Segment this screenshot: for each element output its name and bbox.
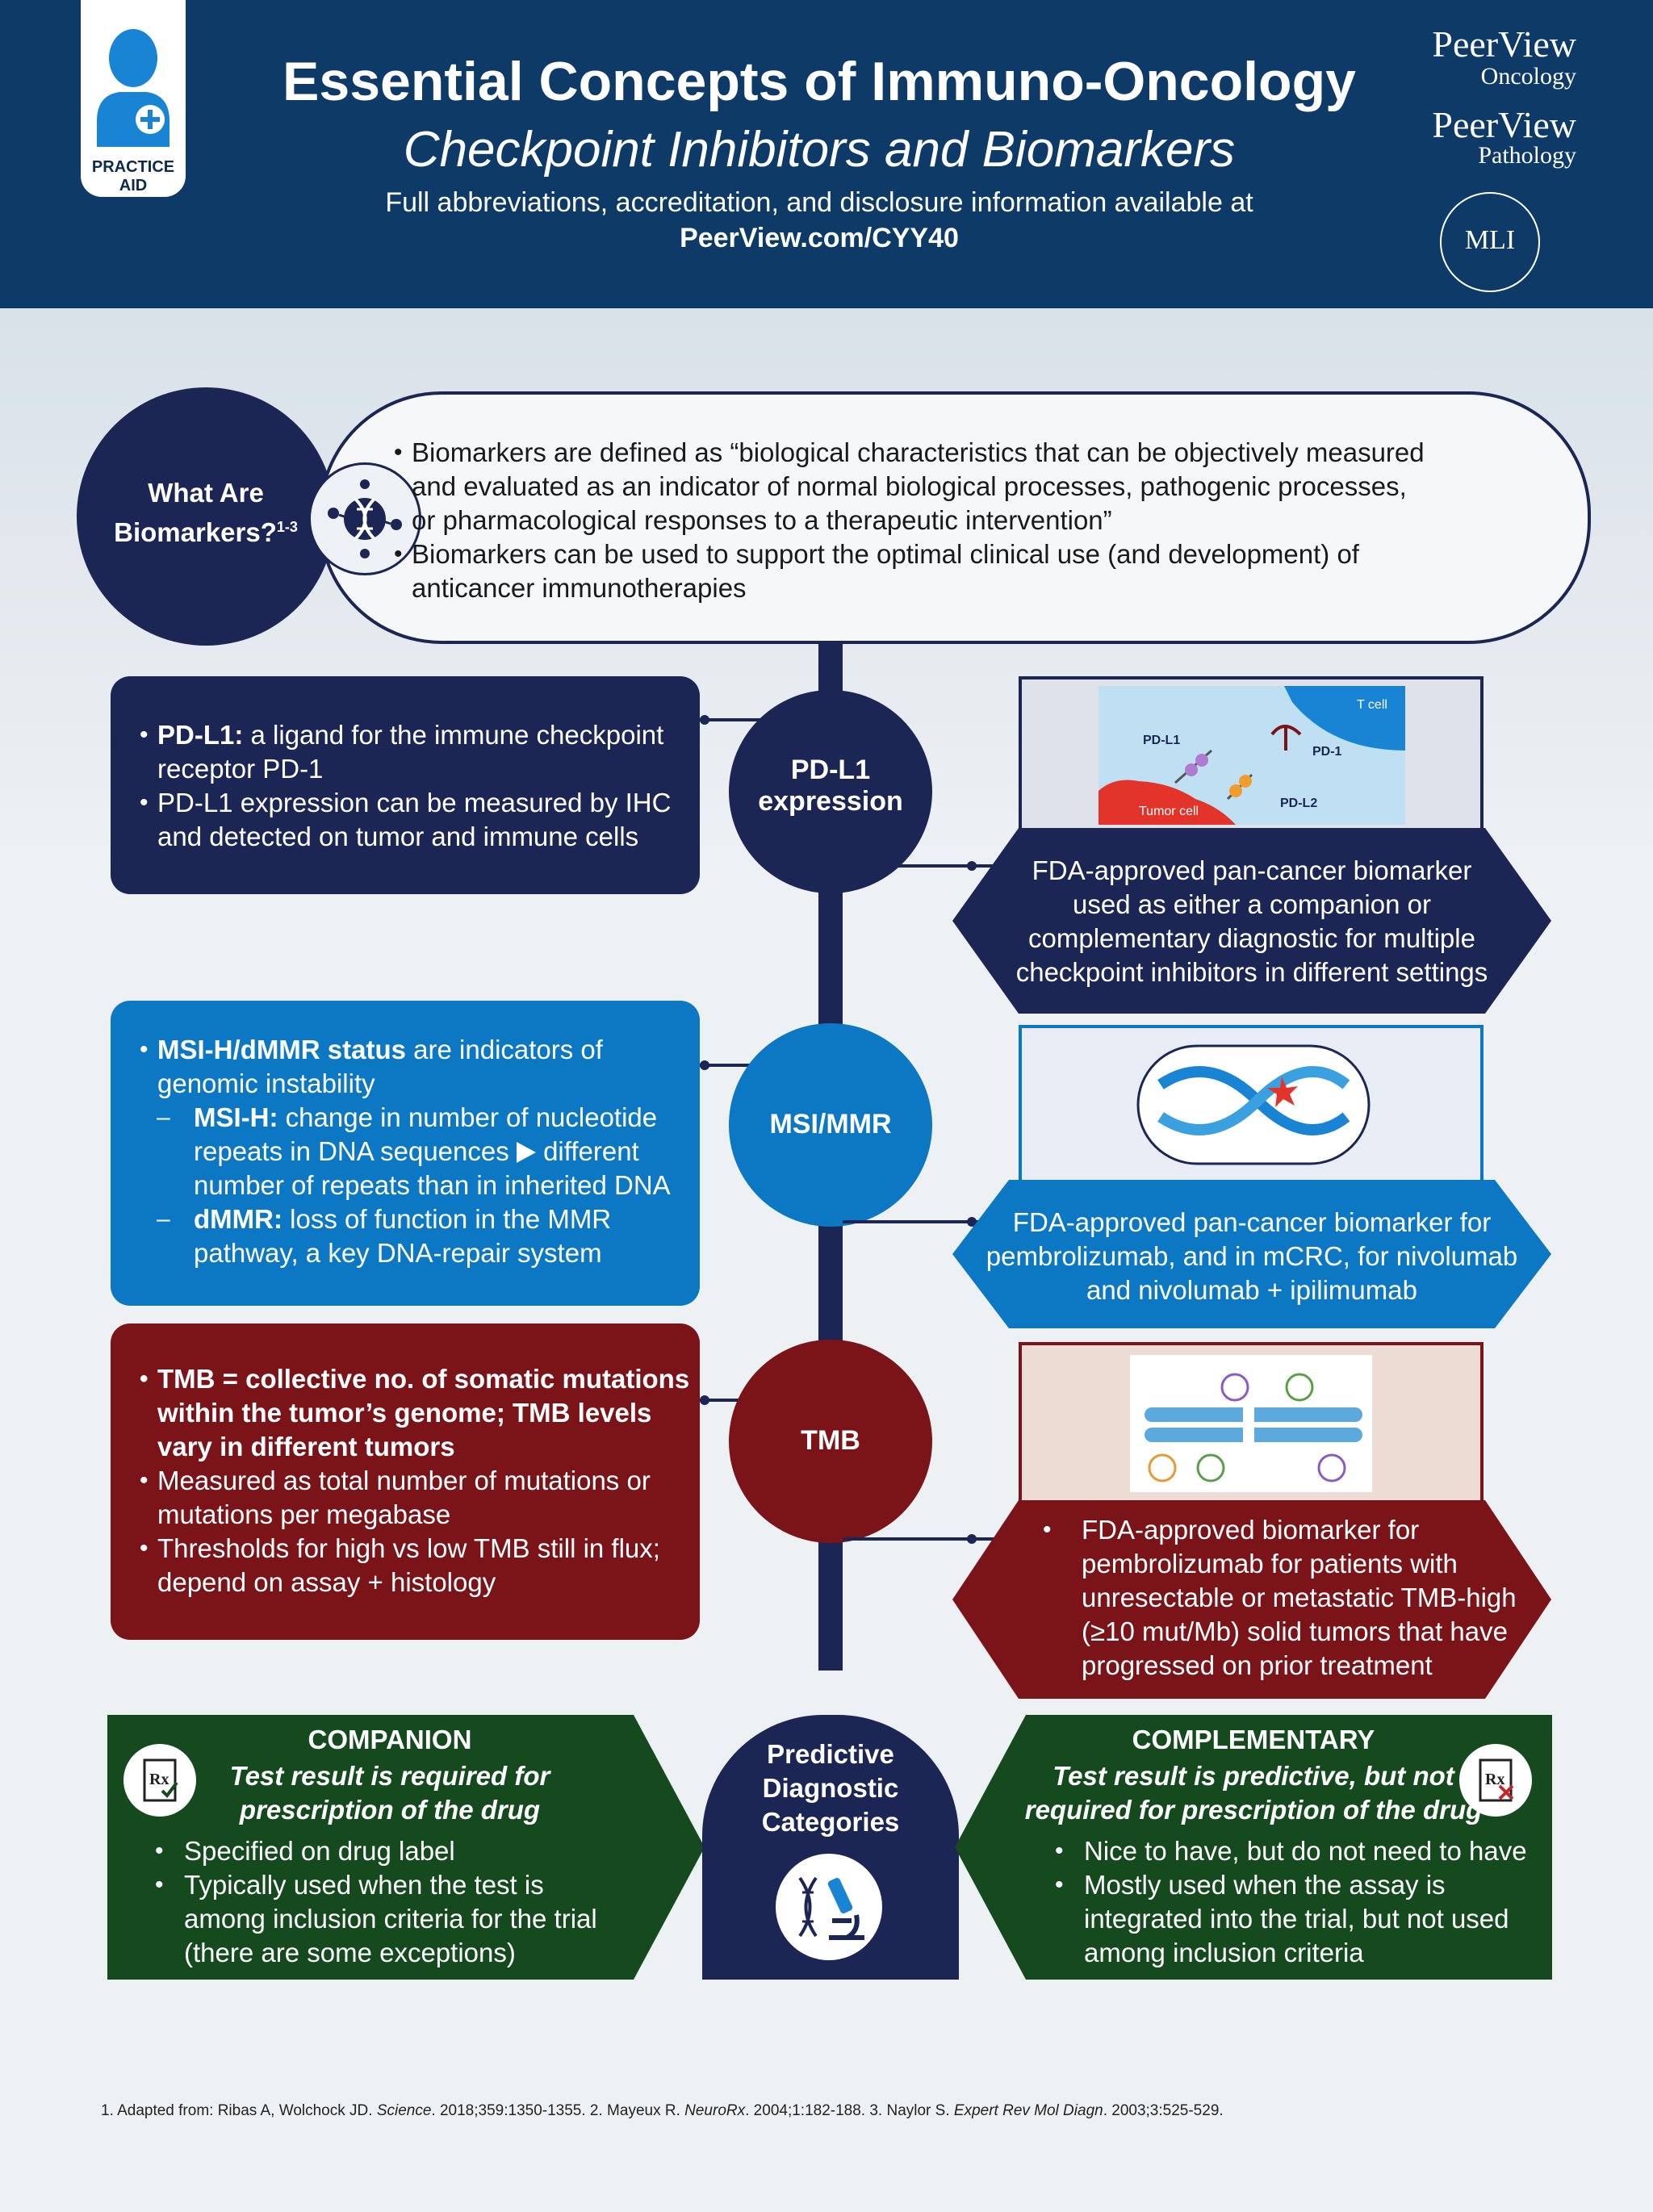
connector-dot	[700, 1060, 709, 1070]
svg-text:Rx: Rx	[1485, 1771, 1504, 1788]
references-footnote: 1. Adapted from: Ribas A, Wolchock JD. S…	[101, 2102, 1224, 2119]
info-line: Full abbreviations, accreditation, and d…	[385, 187, 1253, 218]
msi-fda-panel	[952, 1180, 1551, 1328]
msi-info-box: • MSI-H/dMMR status are indicators of ge…	[111, 1001, 700, 1306]
pdl1-image-panel: T cell Tumor cell PD-L1 PD-1 PD-L2	[1019, 676, 1484, 834]
svg-text:Tumor cell: Tumor cell	[1139, 805, 1199, 818]
info-url[interactable]: PeerView.com/CYY40	[680, 223, 959, 253]
connector-dot	[967, 1534, 977, 1544]
peerview-pathology-logo: PeerView	[1432, 104, 1576, 145]
companion-panel	[107, 1715, 705, 1980]
companion-title: COMPANION	[308, 1725, 472, 1754]
complementary-content: Rx COMPLEMENTARY Test result is predicti…	[955, 1715, 1552, 1980]
msi-connector-right	[843, 1220, 1004, 1223]
prescription-icon: Rx	[123, 1744, 196, 1817]
connector-dot	[700, 1395, 709, 1405]
msi-mmr-circle: MSI/MMR	[729, 1023, 932, 1227]
pdl1-fda-panel	[952, 828, 1551, 1014]
connector-dot	[967, 1217, 977, 1227]
msi-image-panel	[1019, 1025, 1484, 1186]
dna-microscope-icon	[776, 1854, 882, 1960]
pdl1-info-box: • PD-L1: a ligand for the immune checkpo…	[111, 676, 700, 894]
clinician-icon	[97, 29, 169, 147]
chromosome-mutation-illustration	[1130, 1355, 1372, 1492]
tmb-connector-right	[843, 1537, 1004, 1541]
complementary-panel	[955, 1715, 1552, 1980]
tmb-info-box: • TMB = collective no. of somatic mutati…	[111, 1323, 700, 1640]
svg-text:T cell: T cell	[1357, 698, 1387, 712]
connector-dot	[967, 861, 977, 871]
complementary-title: COMPLEMENTARY	[1132, 1725, 1375, 1754]
dna-mutation-illustration	[1136, 1044, 1371, 1165]
page-subtitle: Checkpoint Inhibitors and Biomarkers	[403, 122, 1236, 178]
definition-circle: What Are Biomarkers?1-3	[77, 387, 335, 646]
dna-network-icon	[308, 462, 421, 575]
tmb-circle: TMB	[729, 1340, 932, 1543]
svg-text:PD-L2: PD-L2	[1280, 797, 1317, 810]
tmb-image-panel	[1019, 1342, 1484, 1507]
badge-label: PRACTICE AID	[91, 158, 175, 194]
logo-sub-pathology: Pathology	[1478, 142, 1576, 169]
logo-sub-oncology: Oncology	[1480, 63, 1576, 90]
pdl1-connector-right	[843, 864, 1004, 868]
header-banner	[0, 0, 1653, 308]
connector-dot	[700, 715, 709, 725]
pdl1-expression-circle: PD-L1 expression	[729, 690, 932, 893]
pdl1-connector-left	[700, 718, 805, 721]
companion-content: Rx COMPANION Test result is required for…	[107, 1715, 705, 1980]
prescription-x-icon: Rx	[1459, 1744, 1532, 1817]
definition-bullet-2: • Biomarkers can be used to support the …	[394, 539, 1359, 603]
definition-bullet-1: • Biomarkers are defined as “biological …	[394, 437, 1425, 535]
definition-heading: What Are Biomarkers?1-3	[114, 478, 298, 547]
definition-panel	[319, 391, 1591, 644]
pdl1-pd1-binding-illustration: T cell Tumor cell PD-L1 PD-1 PD-L2	[1099, 686, 1405, 825]
svg-text:PD-1: PD-1	[1312, 745, 1342, 759]
page-title: Essential Concepts of Immuno-Oncology	[282, 51, 1356, 112]
tmb-fda-panel	[952, 1500, 1551, 1699]
svg-text:Rx: Rx	[149, 1771, 169, 1788]
practice-aid-badge: PRACTICE AID	[81, 0, 186, 197]
svg-text:PD-L1: PD-L1	[1143, 734, 1180, 747]
mli-seal-logo: MLI	[1440, 192, 1540, 292]
arrow-right-icon	[516, 1142, 536, 1163]
peerview-oncology-logo: PeerView	[1432, 23, 1576, 65]
